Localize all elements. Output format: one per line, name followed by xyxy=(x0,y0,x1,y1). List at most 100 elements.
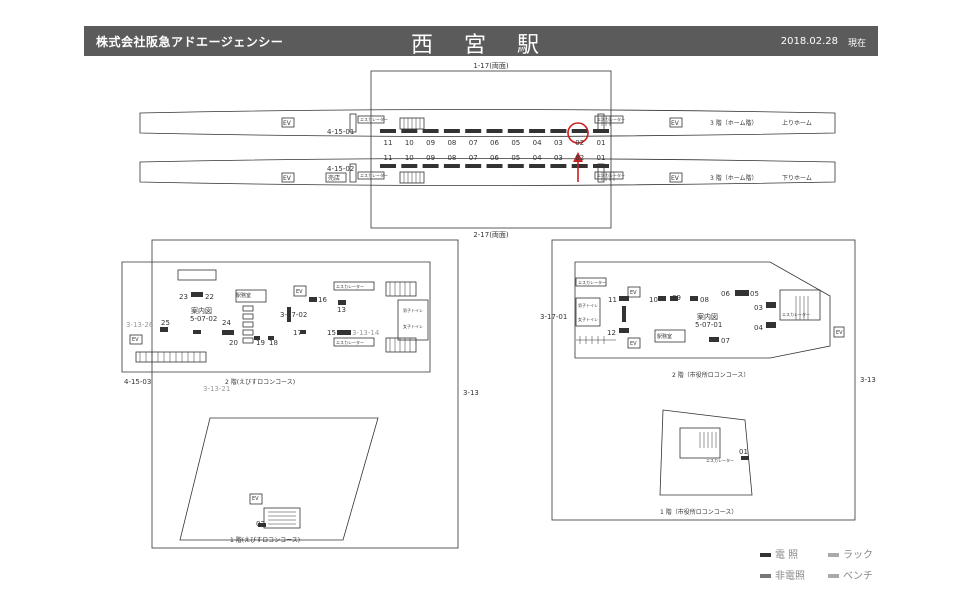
board-number-05: 05 xyxy=(511,154,520,162)
kiosk-box xyxy=(325,172,347,183)
num-20: 20 xyxy=(229,339,238,347)
ev-label: EV xyxy=(296,289,303,295)
board-05 xyxy=(507,129,524,133)
city-stair-hatch xyxy=(576,296,809,448)
as-of-label: 現在 xyxy=(847,39,866,49)
board-number-07: 07 xyxy=(469,139,478,147)
escalator-label: エスカレーター xyxy=(706,457,734,463)
ebisu-2f-outline xyxy=(121,261,431,373)
board-04 xyxy=(529,129,546,133)
ev-label: EV xyxy=(283,175,292,182)
num-24: 24 xyxy=(222,319,231,327)
num-10: 10 xyxy=(649,296,658,304)
board-number-03: 03 xyxy=(554,154,563,162)
escalator-label: エスカレーター xyxy=(578,279,606,285)
floor-label-ebisu-2f: 2 階(えびすロコンコース) xyxy=(225,378,295,386)
board-07 xyxy=(465,129,482,133)
side-code-right: 3-13 xyxy=(860,376,876,384)
toilet-f-label: 女子トイレ xyxy=(403,323,423,329)
legend-bench-label: ベンチ xyxy=(843,571,873,582)
num-11: 11 xyxy=(608,296,617,304)
board-number-11: 11 xyxy=(384,154,393,162)
board-number-02: 02 xyxy=(575,154,584,162)
station-name: 西 宮 駅 xyxy=(411,33,551,58)
date-label: 2018.02.28 xyxy=(780,36,838,47)
escalator-label: エスカレーター xyxy=(360,116,388,122)
down-platform xyxy=(139,158,836,186)
rack-swatch xyxy=(828,553,839,557)
legend-lit-label: 電 照 xyxy=(775,550,799,561)
board-06 xyxy=(486,129,503,133)
num-12: 12 xyxy=(607,329,616,337)
escalator-label: エスカレーター xyxy=(782,311,810,317)
city-2f-outline xyxy=(574,261,831,359)
board-number-03: 03 xyxy=(554,139,563,147)
board-08 xyxy=(443,164,460,168)
num-23: 23 xyxy=(179,293,188,301)
board-number-06: 06 xyxy=(490,139,499,147)
board-11 xyxy=(380,129,396,133)
city-1f-outline xyxy=(659,409,753,496)
board-11 xyxy=(380,164,396,168)
board-04 xyxy=(529,164,546,168)
legend-lit: 電 照 xyxy=(760,546,798,561)
toilet-m-label: 男子トイレ xyxy=(578,302,598,308)
board-number-09: 09 xyxy=(426,154,435,162)
ev-label: EV xyxy=(252,496,259,502)
company-name: 株式会社阪急アドエージェンシー xyxy=(96,35,284,49)
bottom-frame-label: 2-17(両面) xyxy=(473,231,509,239)
board-09 xyxy=(422,129,439,133)
board-01 xyxy=(593,129,609,133)
board-number-08: 08 xyxy=(447,139,456,147)
board-02 xyxy=(571,164,588,168)
down-platform-name: 下りホーム xyxy=(782,175,812,182)
escalator-label: エスカレーター xyxy=(336,339,364,345)
legend-bench: ベンチ xyxy=(828,567,873,582)
toilet-m-label: 男子トイレ xyxy=(403,307,423,313)
legend-rack-label: ラック xyxy=(843,550,873,561)
num-18: 18 xyxy=(269,339,278,347)
up-board-row xyxy=(380,129,609,133)
station-office-label: 駅務室 xyxy=(657,333,672,340)
ev-down-left xyxy=(281,172,295,183)
legend-unlit: 非電照 xyxy=(760,567,805,582)
station-office-box xyxy=(235,289,267,303)
board-03 xyxy=(550,164,567,168)
up-platform-name: 上りホーム xyxy=(782,119,812,127)
num-22: 22 xyxy=(205,293,214,301)
board-number-07: 07 xyxy=(469,154,478,162)
floor-label-down: 3 階（ホーム階） xyxy=(710,174,758,182)
platform-frame xyxy=(370,70,612,229)
board-number-10: 10 xyxy=(405,154,414,162)
board-number-02: 02 xyxy=(575,139,584,147)
station-office-box xyxy=(654,329,686,343)
num-09: 09 xyxy=(672,294,681,302)
board-02 xyxy=(571,129,588,133)
city-frame xyxy=(551,239,856,521)
floor-label-city-2f: 2 階（市役所ロコンコース） xyxy=(672,371,749,379)
ebisu-section xyxy=(121,239,459,549)
num-16: 16 xyxy=(318,296,327,304)
ebisu-stair-hatch xyxy=(139,282,411,525)
legend-rack: ラック xyxy=(828,546,873,561)
ev-label: EV xyxy=(630,290,637,296)
legend-unlit-label: 非電照 xyxy=(775,571,805,582)
board-10 xyxy=(401,129,418,133)
ev-label: EV xyxy=(132,337,139,343)
ev-up-left xyxy=(281,117,295,128)
escalator-label: エスカレーター xyxy=(360,172,388,178)
num-04: 04 xyxy=(754,324,763,332)
code-4-15-03: 4-15-03 xyxy=(124,378,151,386)
top-frame-label: 1-17(両面) xyxy=(473,62,509,70)
board-08 xyxy=(443,129,460,133)
kiosk-label: 売店 xyxy=(328,174,340,182)
code-3-13-26: 3-13-26 xyxy=(126,321,154,329)
ev-down-right xyxy=(669,172,683,183)
board-number-01: 01 xyxy=(597,154,606,162)
guide-label: 案内図 xyxy=(697,312,718,321)
board-06 xyxy=(486,164,503,168)
num-05: 05 xyxy=(750,290,759,298)
